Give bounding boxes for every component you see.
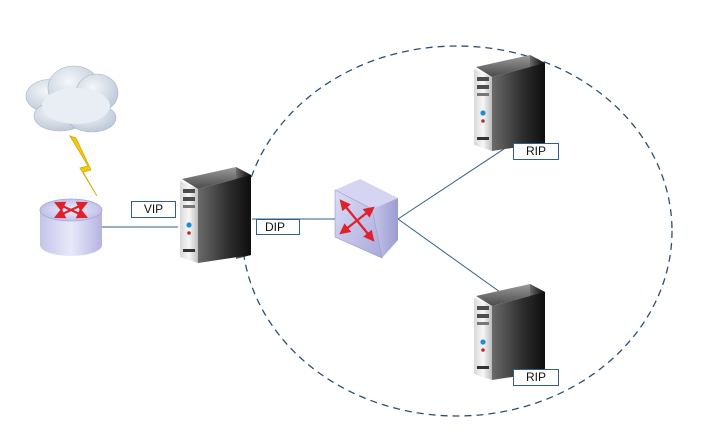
real-server-bottom-icon	[474, 284, 545, 380]
switch-to-server-bottom-link	[397, 218, 501, 293]
rip-label-bottom: RIP	[513, 369, 559, 386]
switch-to-server-top-link	[397, 142, 514, 220]
director-server-icon	[180, 167, 251, 263]
router-icon	[39, 198, 103, 256]
vip-label: VIP	[131, 201, 176, 218]
cloud-icon	[25, 65, 119, 133]
lightning-icon	[69, 135, 98, 197]
switch-icon	[334, 179, 398, 259]
real-server-top-icon	[474, 55, 545, 151]
server-pool-boundary	[241, 45, 673, 417]
rip-label-top: RIP	[513, 143, 559, 160]
dip-label: DIP	[256, 219, 300, 235]
